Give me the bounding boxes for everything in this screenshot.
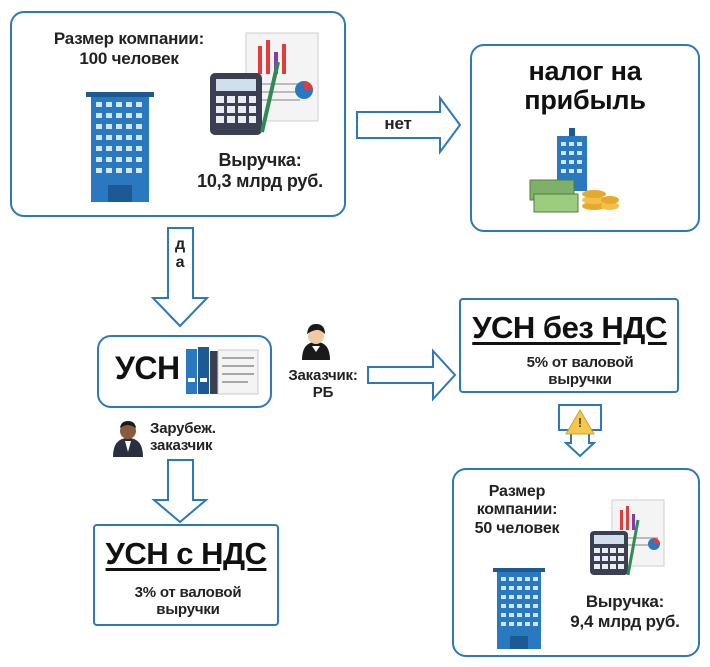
- arrow-to-usn-with-vat: [151, 459, 209, 524]
- small-company-size-label: Размер компании: 50 человек: [474, 483, 560, 537]
- arrow-no-label: нет: [384, 114, 412, 133]
- warning-symbol: !: [577, 415, 583, 430]
- small-building-icon: [493, 568, 545, 649]
- company-revenue-label: Выручка: 10,3 млрд руб.: [197, 150, 323, 191]
- arrow-yes: [150, 227, 210, 328]
- company-size-label: Размер компании: 100 человек: [53, 29, 205, 68]
- customer-rb-label: Заказчик: РБ: [288, 367, 358, 402]
- arrow-no: [356, 94, 462, 156]
- usn-without-vat-box: [459, 298, 679, 393]
- arrow-yes-label: д а: [175, 236, 185, 272]
- usn-with-vat-title: УСН с НДС: [105, 536, 267, 571]
- report-calculator-icon: [210, 32, 319, 135]
- arrow-to-usn-without-vat: [367, 348, 457, 402]
- man-avatar-icon: [113, 421, 143, 457]
- usn-with-vat-rate: 3% от валовой выручки: [134, 584, 242, 619]
- warning-icon: [565, 409, 595, 435]
- foreign-customer-label: Зарубеж. заказчик: [150, 420, 216, 455]
- usn-with-vat-box: [93, 524, 279, 626]
- small-company-revenue-label: Выручка: 9,4 млрд руб.: [570, 592, 680, 631]
- usn-title: УСН: [115, 350, 180, 386]
- small-report-calculator-icon: [590, 499, 665, 576]
- woman-avatar-icon: [302, 324, 330, 360]
- folders-icon: [186, 347, 259, 395]
- usn-without-vat-rate: 5% от валовой выручки: [526, 354, 634, 389]
- usn-without-vat-title: УСН без НДС: [472, 310, 667, 345]
- building-icon: [86, 92, 154, 202]
- profit-tax-title: налог на прибыль: [524, 56, 646, 116]
- money-building-icon: [529, 128, 619, 213]
